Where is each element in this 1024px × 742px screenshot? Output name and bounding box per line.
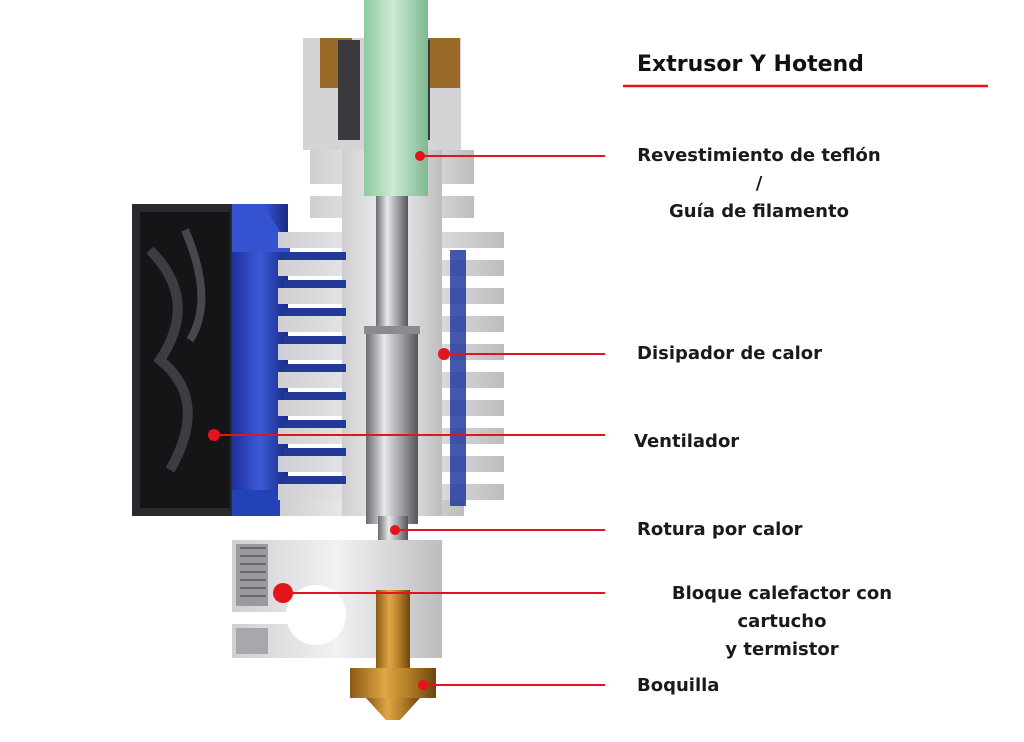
heatbreak-dot — [390, 525, 400, 535]
label-teflon-line2: Guía de filamento — [669, 201, 849, 222]
label-heatsink-text: Disipador de calor — [637, 343, 823, 364]
label-fan: Ventilador — [634, 428, 739, 456]
label-teflon: Revestimiento de teflón / Guía de filame… — [634, 142, 884, 226]
nozzle-shape — [350, 590, 436, 720]
fan-dot — [208, 429, 220, 441]
heatsink-dot — [438, 348, 450, 360]
label-heater-block-line2: y termistor — [725, 639, 839, 660]
callouts — [208, 84, 988, 690]
label-heatsink: Disipador de calor — [637, 340, 822, 368]
label-nozzle-text: Boquilla — [637, 675, 720, 696]
label-heatbreak-text: Rotura por calor — [637, 519, 803, 540]
label-nozzle: Boquilla — [637, 672, 719, 700]
nozzle-dot — [418, 680, 428, 690]
label-heater-block: Bloque calefactor con cartucho y termist… — [632, 580, 932, 664]
teflon-dot — [415, 151, 425, 161]
diagram-title: Extrusor Y Hotend — [637, 52, 864, 77]
label-teflon-line1: Revestimiento de teflón / — [637, 145, 881, 194]
label-heater-block-line1: Bloque calefactor con cartucho — [671, 583, 893, 632]
label-heatbreak: Rotura por calor — [637, 516, 803, 544]
fan-shape — [132, 204, 290, 516]
ptfe-tube-shape — [364, 0, 428, 196]
heater-block-dot — [273, 583, 293, 603]
heater-block-shape — [232, 540, 442, 658]
label-fan-text: Ventilador — [634, 431, 740, 452]
